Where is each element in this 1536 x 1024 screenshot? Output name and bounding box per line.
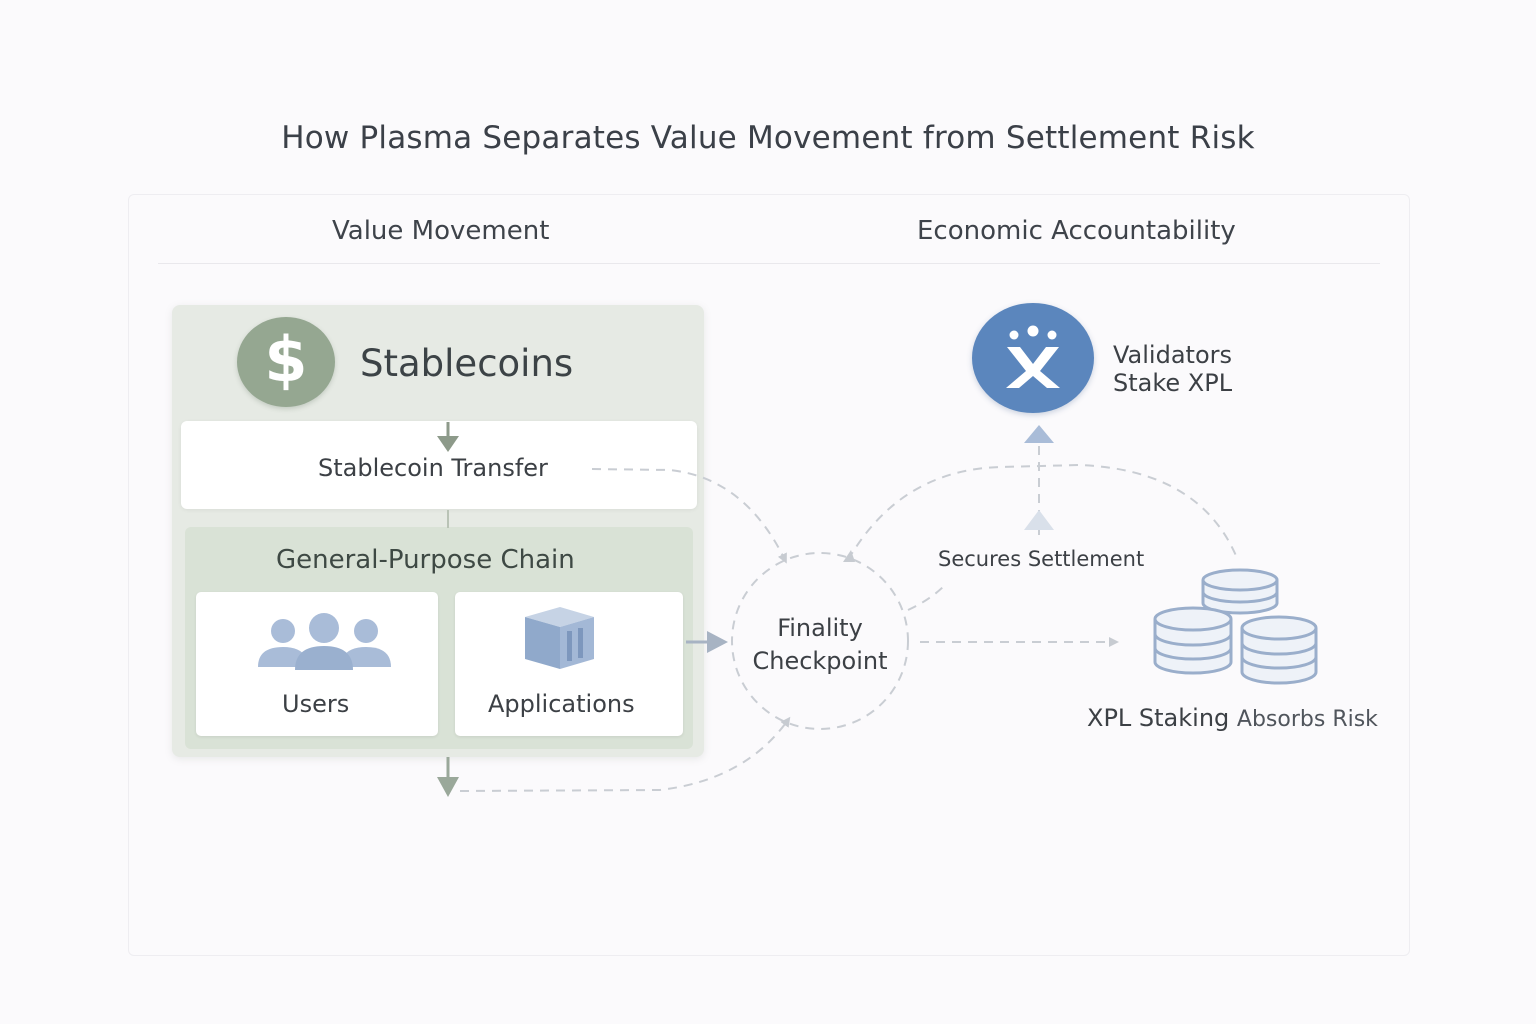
validators-line-2: Stake XPL (1113, 369, 1233, 397)
finality-checkpoint-circle (731, 552, 909, 730)
xpl-staking-label: XPL Staking Absorbs Risk (1087, 704, 1378, 732)
left-vertical-connector (437, 422, 459, 797)
diagram-title: How Plasma Separates Value Movement from… (281, 120, 1255, 156)
general-purpose-chain-label: General-Purpose Chain (276, 545, 575, 575)
secures-up-arrowhead (1024, 510, 1054, 530)
economic-accountability-heading: Economic Accountability (917, 216, 1236, 246)
cube-icon (525, 607, 594, 669)
applications-label: Applications (488, 690, 635, 718)
value-movement-heading: Value Movement (332, 216, 550, 246)
checkpoint-to-secures-line (907, 584, 946, 611)
stablecoin-transfer-box (181, 421, 697, 509)
checkpoint-line-2: Checkpoint (752, 647, 888, 675)
stablecoins-label: Stablecoins (360, 342, 574, 385)
loop-arrowhead-left (843, 550, 855, 562)
xpl-staking-text: XPL Staking (1087, 704, 1230, 732)
checkpoint-line-1: Finality (777, 614, 863, 642)
chain-to-checkpoint-arrow (459, 716, 791, 792)
database-stack-icon (1153, 568, 1318, 685)
users-group-icon (258, 613, 391, 670)
finality-checkpoint-label: Finality Checkpoint (734, 612, 906, 678)
dashed-flow-lines (459, 430, 1238, 792)
absorbs-risk-text: Absorbs Risk (1236, 707, 1378, 732)
users-label: Users (282, 690, 350, 718)
validators-label: Validators Stake XPL (1113, 341, 1232, 397)
validator-x-glyph (1006, 325, 1060, 388)
apps-to-checkpoint-arrow (686, 631, 728, 653)
header-divider (158, 263, 1380, 264)
secures-settlement-label: Secures Settlement (938, 547, 1145, 571)
stablecoin-transfer-label: Stablecoin Transfer (318, 454, 548, 482)
dollar-coin-icon: $ (237, 317, 335, 407)
validator-x-icon (972, 303, 1094, 413)
validator-up-arrowhead (1024, 425, 1054, 443)
validator-loop-arc (847, 463, 1238, 561)
validators-line-1: Validators (1113, 341, 1233, 369)
transfer-to-checkpoint-arrow (591, 468, 787, 564)
